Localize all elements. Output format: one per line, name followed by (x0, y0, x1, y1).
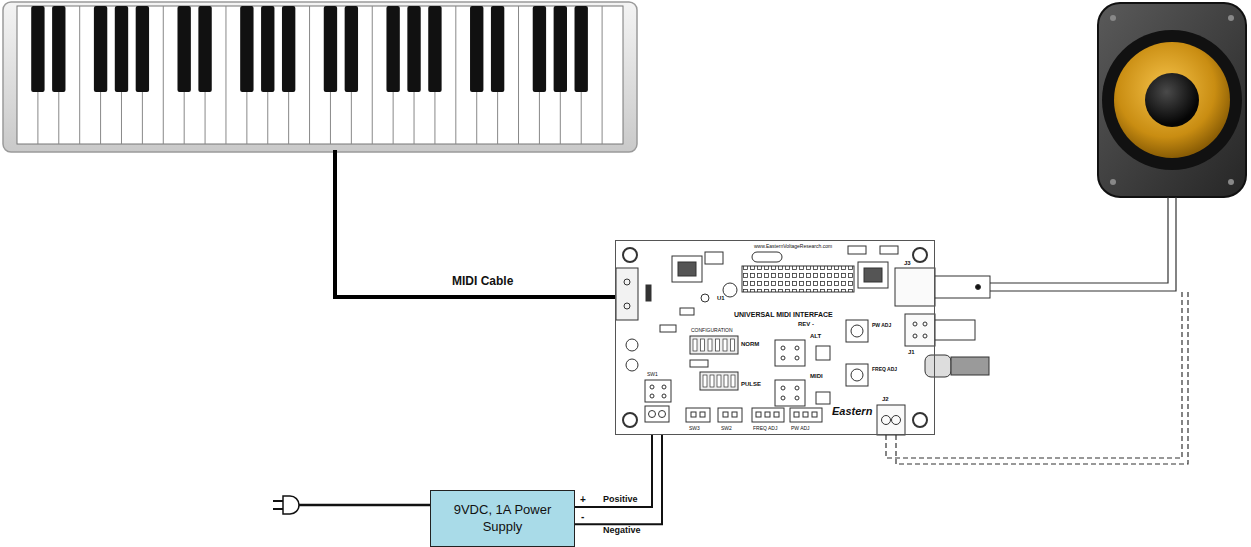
midi-cable (335, 150, 617, 297)
black-key (575, 6, 588, 92)
cable-label: MIDI Cable (452, 275, 513, 288)
key-divider (602, 6, 603, 144)
silkscreen-text: SW3 (689, 426, 700, 432)
black-key (52, 6, 65, 92)
silkscreen-text: SW1 (647, 372, 658, 378)
positive-wire (575, 435, 652, 507)
wire-label: Positive (603, 495, 638, 505)
black-key (240, 6, 253, 92)
key-divider (79, 6, 80, 144)
silkscreen-text: www.EasternVoltageResearch.com (754, 244, 832, 250)
circuit-board: www.EasternVoltageResearch.comUNIVERSAL … (615, 240, 935, 435)
black-key (198, 6, 211, 92)
power-supply-box: 9VDC, 1A Power Supply (430, 490, 575, 547)
silkscreen-text: MIDI (810, 373, 823, 380)
silkscreen-text: ALT (810, 333, 821, 340)
silkscreen-text: PW ADJ (791, 426, 810, 432)
silkscreen-text: REV - (798, 321, 814, 328)
silkscreen-text: PULSE (741, 381, 761, 388)
black-key (136, 6, 149, 92)
wire-label: Negative (603, 526, 641, 536)
key-divider (455, 6, 456, 144)
black-key (115, 6, 128, 92)
silkscreen-text: CONFIGURATION (691, 328, 733, 334)
power-plug (273, 496, 430, 514)
silkscreen-text: J1 (908, 349, 915, 356)
black-key (554, 6, 567, 92)
speaker (1098, 3, 1246, 197)
key-divider (518, 6, 519, 144)
silkscreen-text: U1 (717, 295, 725, 302)
polarity-mark: + (580, 494, 586, 505)
circuit-board (615, 240, 990, 435)
silkscreen-text: UNIVERSAL MIDI INTERFACE (734, 311, 833, 319)
black-key (470, 6, 483, 92)
polarity-mark: - (581, 511, 584, 522)
silkscreen-text: J3 (904, 260, 911, 267)
black-key (345, 6, 358, 92)
black-key (94, 6, 107, 92)
silkscreen-text: FREQ ADJ (872, 367, 897, 373)
black-key (533, 6, 546, 92)
speaker-wire (990, 197, 1176, 291)
black-key (428, 6, 441, 92)
key-divider (372, 6, 373, 144)
black-key (282, 6, 295, 92)
black-key (407, 6, 420, 92)
negative-wire (575, 435, 662, 524)
black-key (386, 6, 399, 92)
key-divider (225, 6, 226, 144)
key-divider (163, 6, 164, 144)
power-supply-label: 9VDC, 1A Power Supply (453, 502, 553, 535)
black-key (491, 6, 504, 92)
black-key (324, 6, 337, 92)
black-key (31, 6, 44, 92)
black-key (261, 6, 274, 92)
midi-keyboard (3, 2, 637, 152)
black-key (177, 6, 190, 92)
silkscreen-text: NORM (741, 341, 759, 348)
silkscreen-text: FREQ ADJ (753, 426, 777, 432)
key-divider (309, 6, 310, 144)
silkscreen-text: PW ADJ (872, 323, 891, 329)
silkscreen-text: Eastern (832, 405, 872, 417)
silkscreen-text: SW2 (721, 426, 732, 432)
silkscreen-text: J2 (882, 396, 889, 403)
